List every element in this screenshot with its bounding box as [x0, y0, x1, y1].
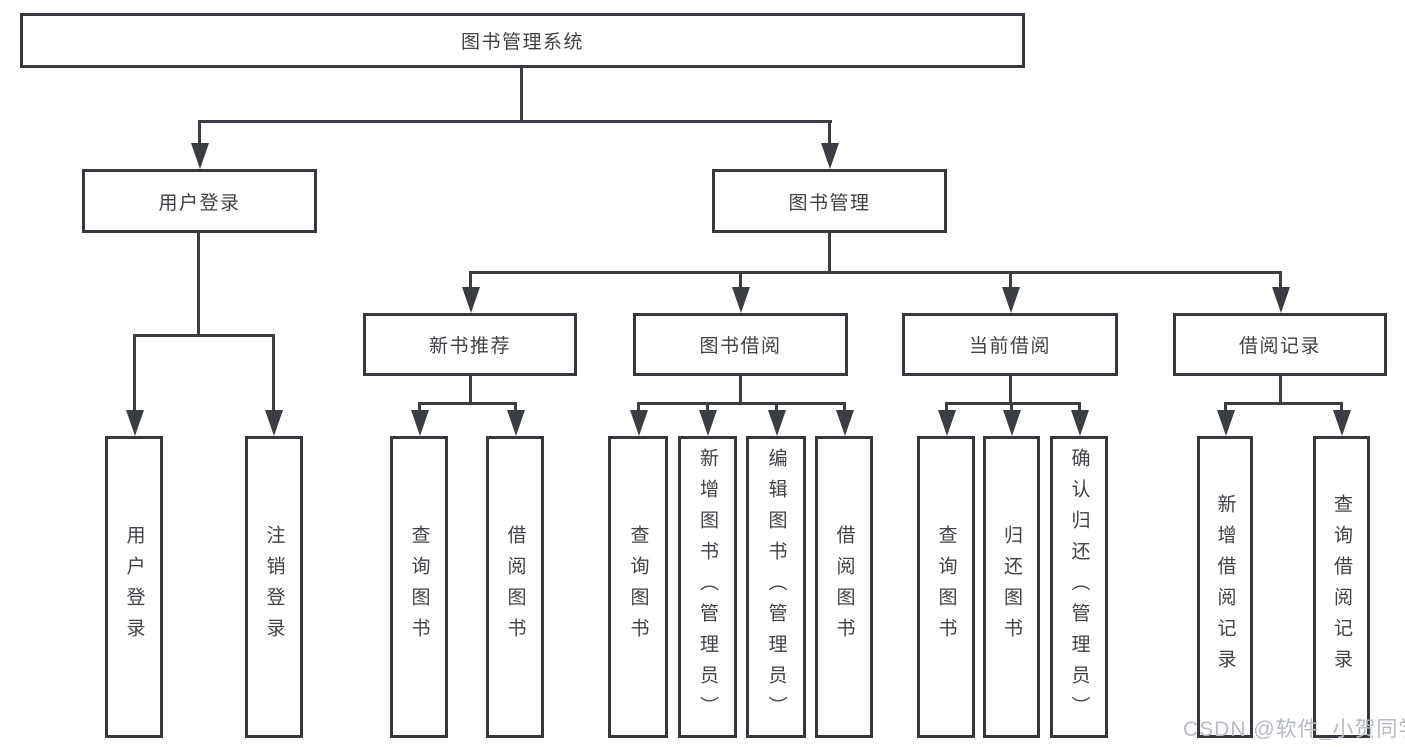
arrowhead-down-icon — [125, 410, 144, 436]
connector-line — [1279, 376, 1282, 405]
connector-line — [1224, 402, 1343, 405]
node-label: 当前借阅 — [968, 336, 1051, 357]
leaf-query-borrow-record: 查询借阅记录 — [1313, 436, 1370, 738]
arrowhead-down-icon — [1271, 287, 1290, 313]
node-label: 新书推荐 — [428, 336, 511, 357]
node-book-management: 图书管理 — [712, 169, 947, 233]
node-label: 图书借阅 — [699, 336, 782, 357]
connector-line — [418, 402, 517, 405]
arrowhead-down-icon — [1216, 410, 1235, 436]
watermark: CSDN @软件_小贺同学 — [1183, 718, 1405, 741]
connector-line — [198, 120, 832, 123]
node-label: 查询图书 — [935, 525, 957, 649]
connector-line — [418, 402, 421, 412]
node-current-borrowing: 当前借阅 — [902, 313, 1118, 376]
connector-line — [197, 233, 200, 337]
arrowhead-down-icon — [264, 410, 283, 436]
arrowhead-down-icon — [820, 143, 839, 169]
leaf-borrow-books: 借阅图书 — [815, 436, 873, 738]
arrowhead-down-icon — [835, 410, 854, 436]
node-label: 确认归还（管理员） — [1068, 447, 1090, 727]
leaf-query-books-recommend: 查询图书 — [390, 436, 448, 738]
node-book-borrowing: 图书借阅 — [633, 313, 848, 376]
arrowhead-down-icon — [1002, 410, 1021, 436]
connector-line — [828, 233, 831, 274]
connector-line — [520, 68, 523, 120]
node-borrowing-records: 借阅记录 — [1173, 313, 1387, 376]
arrowhead-down-icon — [937, 410, 956, 436]
leaf-query-books-current: 查询图书 — [917, 436, 975, 738]
node-label: 用户登录 — [123, 525, 145, 649]
node-label: 查询借阅记录 — [1331, 494, 1352, 680]
connector-line — [1009, 376, 1012, 405]
leaf-edit-books-admin: 编辑图书（管理员） — [746, 436, 806, 738]
node-label: 借阅图书 — [833, 525, 855, 649]
node-new-book-recommendation: 新书推荐 — [363, 313, 577, 376]
connector-line — [706, 402, 709, 412]
node-label: 图书管理系统 — [460, 32, 584, 53]
node-label: 注销登录 — [263, 525, 285, 649]
connector-line — [739, 376, 742, 405]
node-label: 编辑图书（管理员） — [765, 447, 787, 727]
connector-line — [739, 271, 742, 289]
node-user-login: 用户登录 — [82, 169, 317, 233]
leaf-query-books-borrowing: 查询图书 — [608, 436, 668, 738]
node-library-management-system: 图书管理系统 — [20, 13, 1025, 68]
connector-line — [469, 271, 1282, 274]
connector-line — [469, 376, 472, 405]
connector-line — [843, 402, 846, 412]
connector-line — [469, 271, 472, 289]
connector-line — [637, 402, 640, 412]
node-label: 新增图书（管理员） — [697, 447, 718, 727]
leaf-logout: 注销登录 — [245, 436, 303, 738]
node-label: 归还图书 — [1001, 525, 1022, 649]
leaf-add-borrow-record: 新增借阅记录 — [1197, 436, 1253, 738]
connector-line — [637, 402, 846, 405]
connector-line — [133, 334, 275, 337]
connector-line — [514, 402, 517, 412]
arrowhead-down-icon — [629, 410, 648, 436]
node-label: 查询图书 — [627, 525, 649, 649]
connector-line — [1009, 271, 1012, 289]
arrowhead-down-icon — [698, 410, 717, 436]
connector-line — [198, 120, 201, 148]
leaf-confirm-return-admin: 确认归还（管理员） — [1050, 436, 1108, 738]
connector-line — [1224, 402, 1227, 412]
leaf-user-login: 用户登录 — [105, 436, 163, 738]
node-label: 借阅记录 — [1238, 336, 1321, 357]
connector-line — [828, 120, 831, 148]
connector-line — [272, 334, 275, 412]
node-label: 图书管理 — [788, 192, 871, 214]
leaf-return-books: 归还图书 — [983, 436, 1040, 738]
connector-line — [1078, 402, 1081, 412]
connector-line — [1279, 271, 1282, 289]
arrowhead-down-icon — [731, 287, 750, 313]
connector-line — [133, 334, 136, 412]
connector-line — [1340, 402, 1343, 412]
connector-line — [1010, 402, 1013, 412]
leaf-borrow-books-recommend: 借阅图书 — [486, 436, 544, 738]
arrowhead-down-icon — [190, 143, 209, 169]
connector-line — [945, 402, 1081, 405]
node-label: 用户登录 — [158, 192, 241, 214]
arrowhead-down-icon — [767, 410, 786, 436]
arrowhead-down-icon — [410, 410, 429, 436]
node-label: 新增借阅记录 — [1214, 494, 1236, 680]
connector-line — [945, 402, 948, 412]
arrowhead-down-icon — [1001, 287, 1020, 313]
node-label: 查询图书 — [408, 525, 430, 649]
arrowhead-down-icon — [1070, 410, 1089, 436]
connector-line — [775, 402, 778, 412]
arrowhead-down-icon — [1332, 410, 1351, 436]
arrowhead-down-icon — [506, 410, 525, 436]
node-label: 借阅图书 — [504, 525, 526, 649]
arrowhead-down-icon — [461, 287, 480, 313]
leaf-add-books-admin: 新增图书（管理员） — [678, 436, 737, 738]
